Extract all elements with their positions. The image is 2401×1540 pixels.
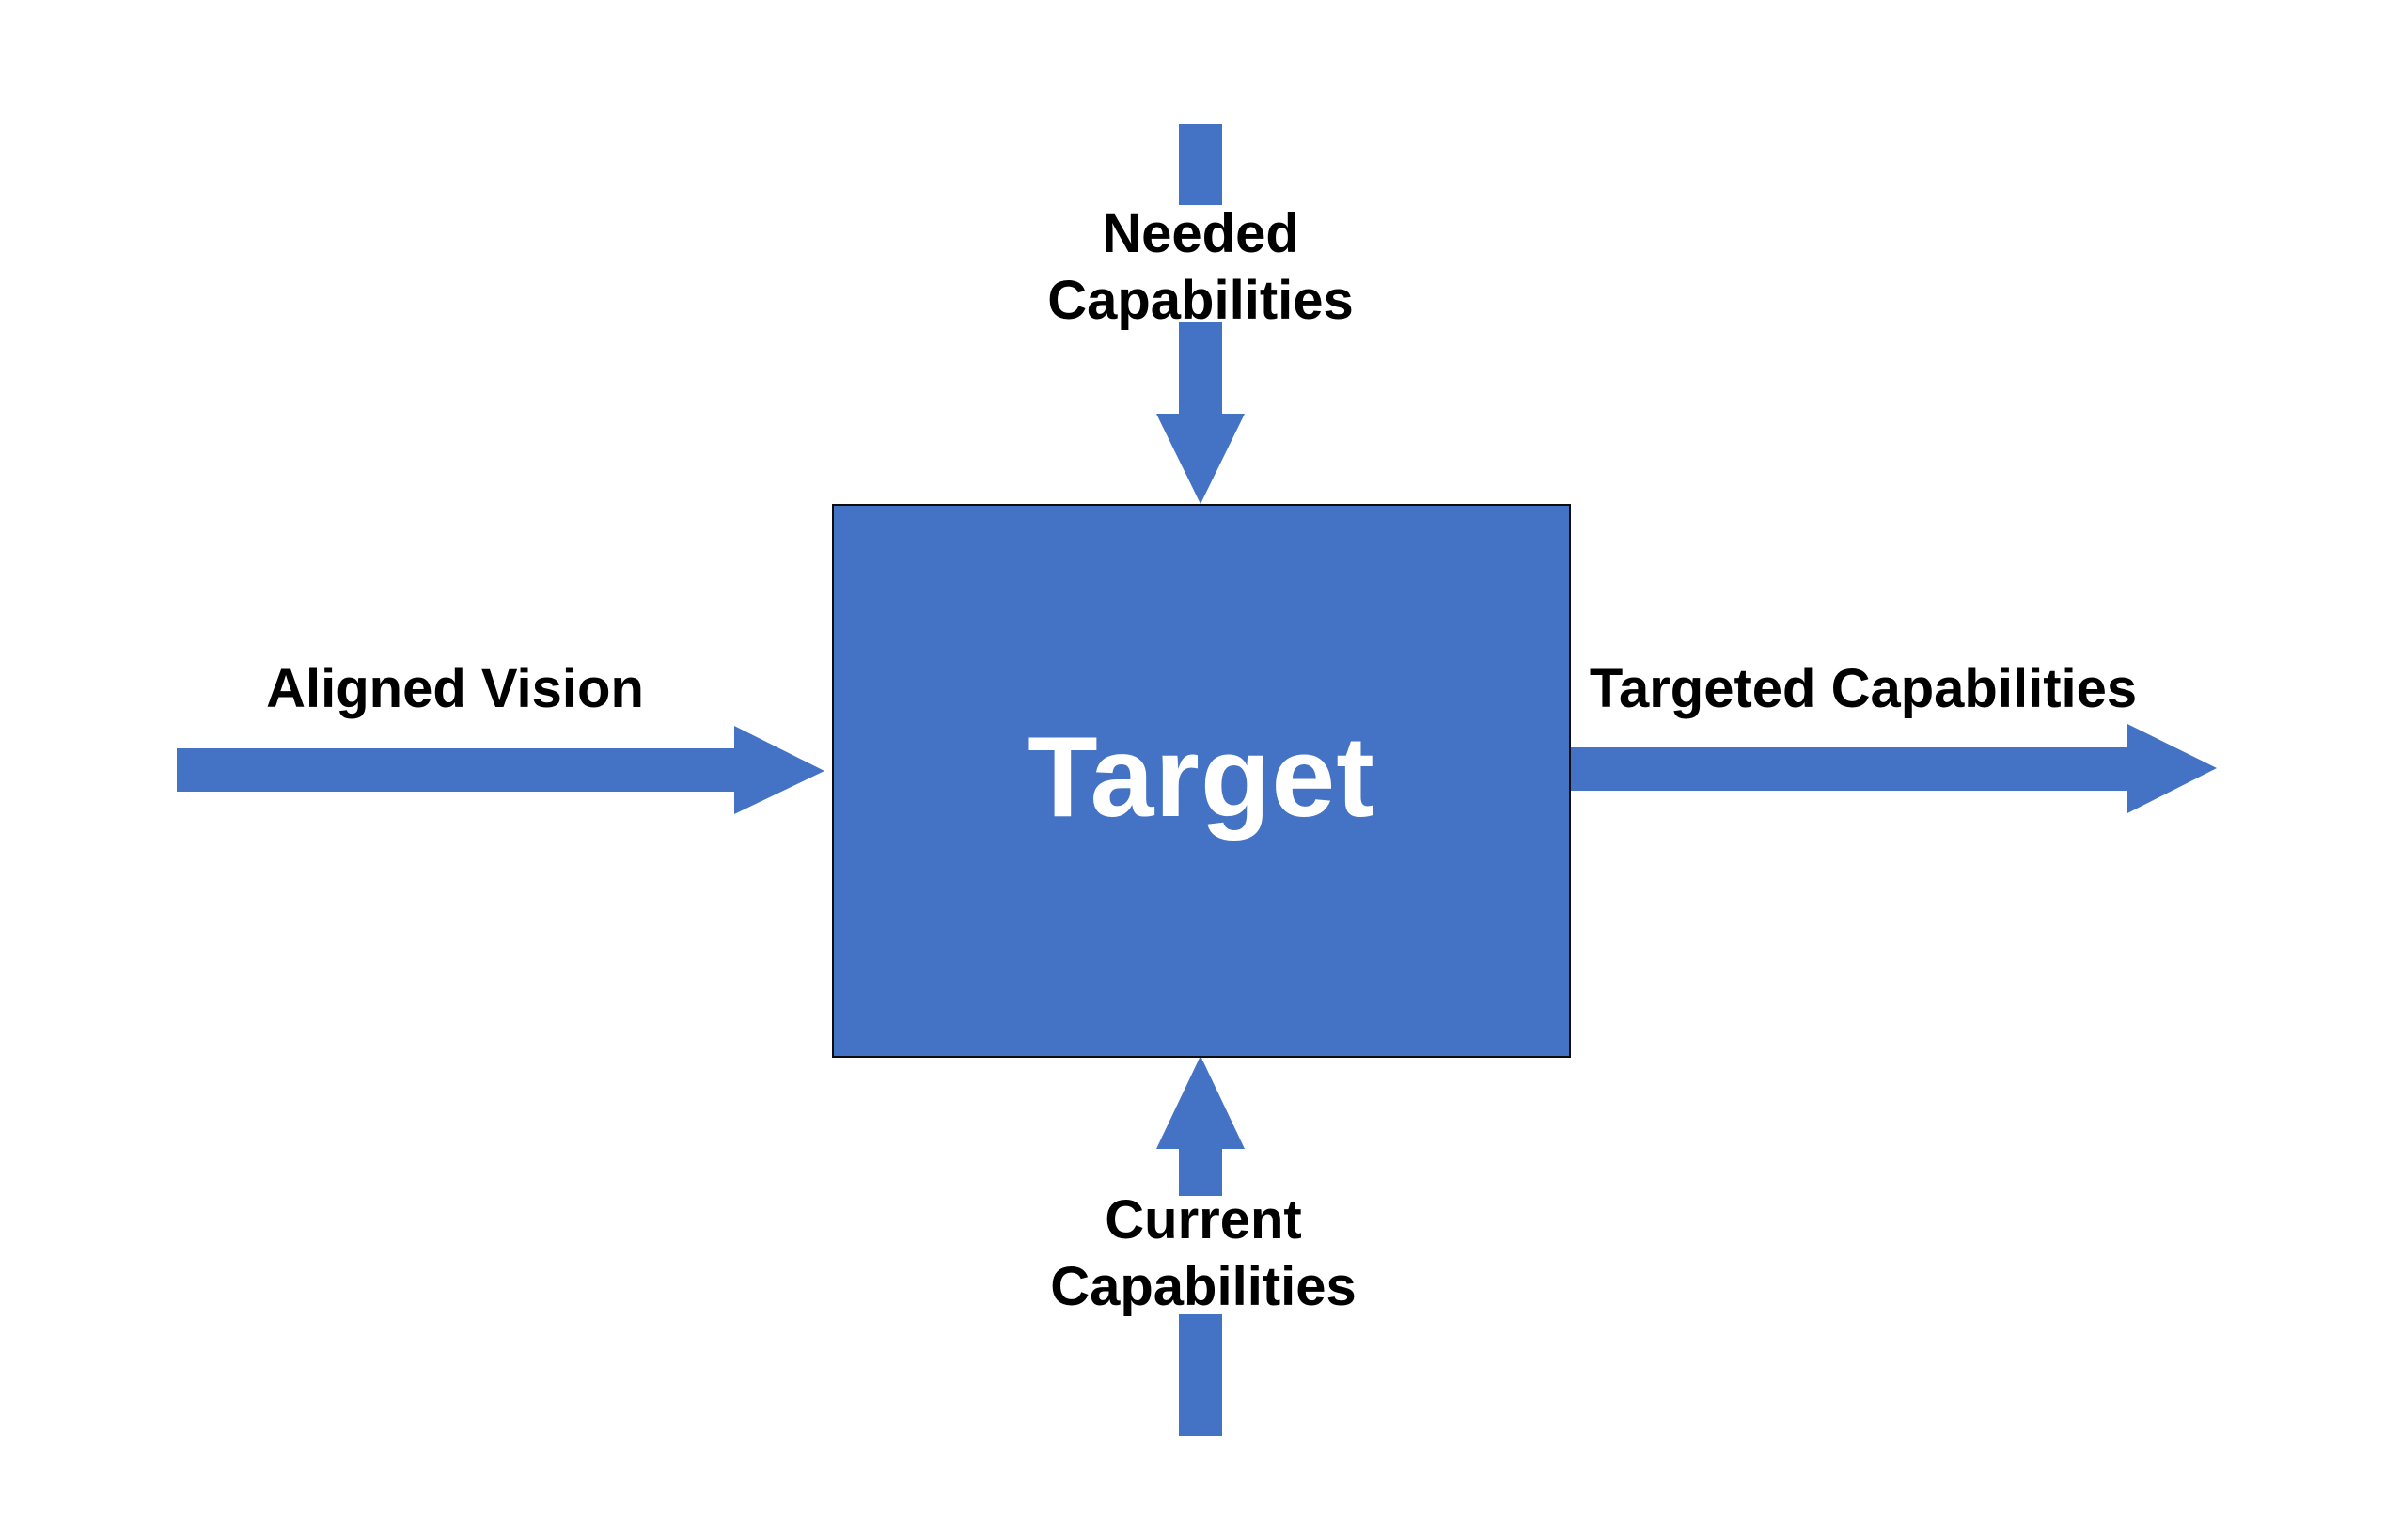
arrow-current-capabilities — [1156, 1056, 1245, 1436]
arrow-aligned-shaft — [177, 748, 737, 792]
target-box: Target — [832, 504, 1571, 1058]
current-capabilities-label-line-2: Capabilities — [1050, 1256, 1357, 1317]
needed-capabilities-label: Needed Capabilities — [1047, 200, 1354, 334]
needed-capabilities-label-line-1: Needed — [1102, 203, 1299, 264]
arrow-targeted-shaft — [1569, 747, 2130, 791]
current-capabilities-label: Current Capabilities — [1050, 1186, 1357, 1320]
arrow-current-shaft-lower — [1179, 1314, 1222, 1436]
arrow-needed-capabilities — [1156, 124, 1245, 504]
arrow-targeted-capabilities — [1569, 724, 2217, 813]
arrow-current-head — [1156, 1056, 1245, 1149]
current-capabilities-label-line-1: Current — [1105, 1189, 1302, 1250]
targeted-capabilities-label-line-1: Targeted Capabilities — [1589, 658, 2138, 719]
aligned-vision-label: Aligned Vision — [266, 655, 644, 722]
arrow-targeted-head — [2127, 724, 2217, 813]
arrow-needed-shaft-upper — [1179, 124, 1222, 205]
aligned-vision-label-line-1: Aligned Vision — [266, 658, 644, 719]
arrow-needed-shaft-lower — [1179, 322, 1222, 416]
targeted-capabilities-label: Targeted Capabilities — [1590, 655, 2137, 722]
arrow-aligned-head — [734, 726, 824, 814]
arrow-current-shaft-upper — [1179, 1147, 1222, 1196]
target-label: Target — [1028, 712, 1375, 841]
needed-capabilities-label-line-2: Capabilities — [1047, 270, 1354, 331]
arrow-needed-head — [1156, 414, 1245, 504]
arrow-aligned-vision — [177, 726, 824, 814]
